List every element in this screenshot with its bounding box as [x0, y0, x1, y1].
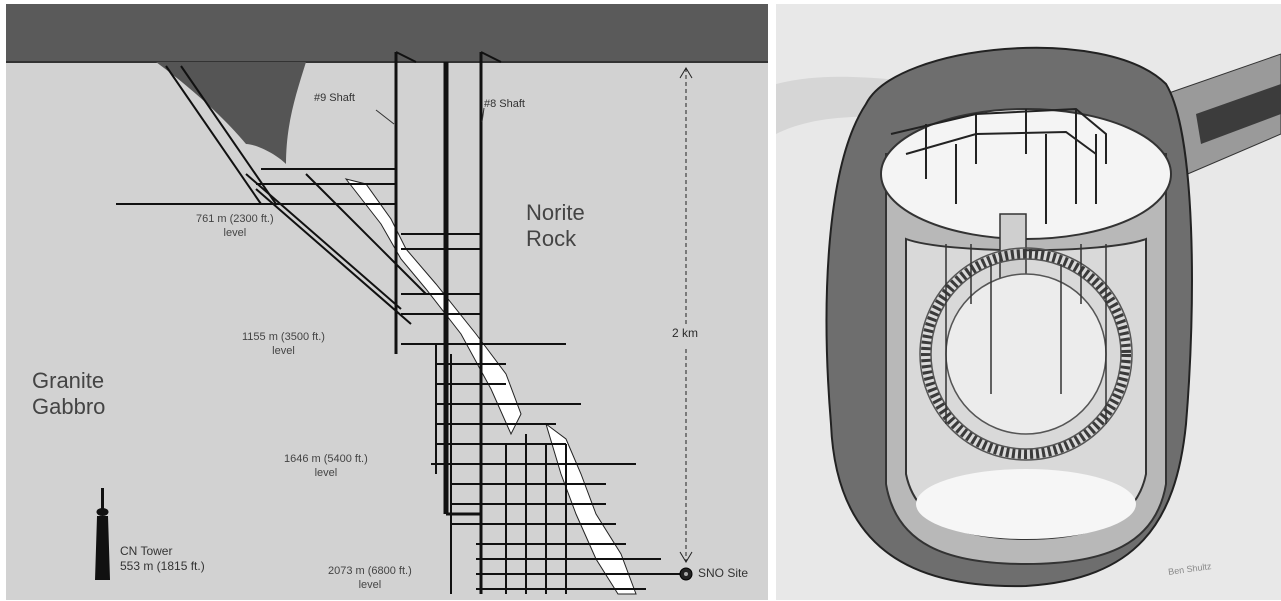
cn-tower-icon [95, 488, 110, 580]
level-1646-label: 1646 m (5400 ft.) level [284, 452, 368, 480]
ore-body [156, 62, 306, 164]
shaft-9-label: #9 Shaft [314, 92, 355, 104]
sno-site-label: SNO Site [698, 566, 748, 580]
shaft-8-label: #8 Shaft [484, 98, 525, 110]
cavity-floor [916, 469, 1136, 539]
granite-gabbro-label: Granite Gabbro [32, 368, 105, 420]
norite-rock-label: Norite Rock [526, 200, 585, 252]
detector-cavity-illustration: Ben Shultz [776, 4, 1281, 600]
depth-2km-label: 2 km [670, 326, 700, 340]
depth-dimension-line [680, 68, 692, 562]
ore-vein [346, 179, 521, 434]
acrylic-vessel [946, 274, 1106, 434]
mine-diagram-graphics [6, 4, 768, 600]
surface-band [6, 4, 768, 62]
cn-tower-label: CN Tower 553 m (1815 ft.) [120, 544, 205, 574]
ore-vein-lower [546, 424, 636, 594]
detector-graphics [776, 4, 1281, 600]
mine-cross-section-diagram: #9 Shaft #8 Shaft Norite Rock Granite Ga… [6, 4, 768, 600]
level-1155-label: 1155 m (3500 ft.) level [242, 330, 325, 358]
level-761-label: 761 m (2300 ft.) level [196, 212, 274, 240]
shafts [396, 52, 501, 594]
mine-workings [116, 66, 686, 594]
level-2073-label: 2073 m (6800 ft.) level [328, 564, 412, 592]
